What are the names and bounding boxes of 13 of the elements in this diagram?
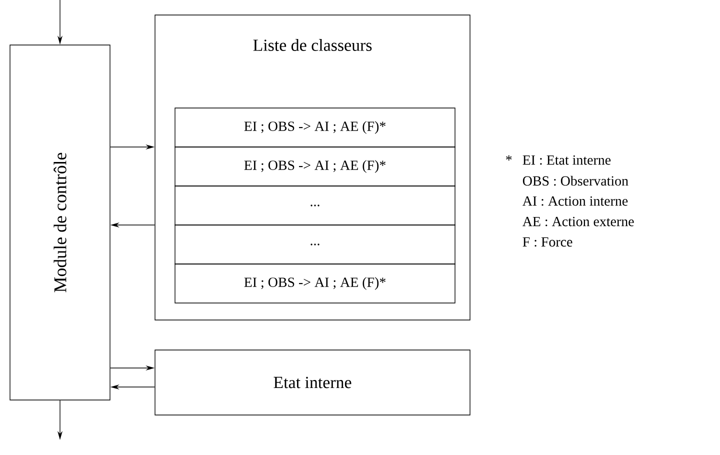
classifier-row: EI ; OBS -> AI ; AE (F)* [174,264,456,304]
legend-text: EI : Etat interne [522,155,611,165]
legend-text: AE : Action externe [522,216,634,226]
classifier-row: ... [174,186,456,226]
state-box: Etat interne [154,350,470,416]
legend-text: OBS : Observation [522,176,628,186]
classifier-row: EI ; OBS -> AI ; AE (F)* [174,146,456,186]
module-box: Module de contrôle [10,44,110,400]
classifier-row: ... [174,224,456,264]
legend-text: AI : Action interne [522,196,628,206]
legend-text: F : Force [522,237,572,247]
classifier-row: EI ; OBS -> AI ; AE (F)* [174,108,456,148]
footnote-mark: * [506,155,512,160]
